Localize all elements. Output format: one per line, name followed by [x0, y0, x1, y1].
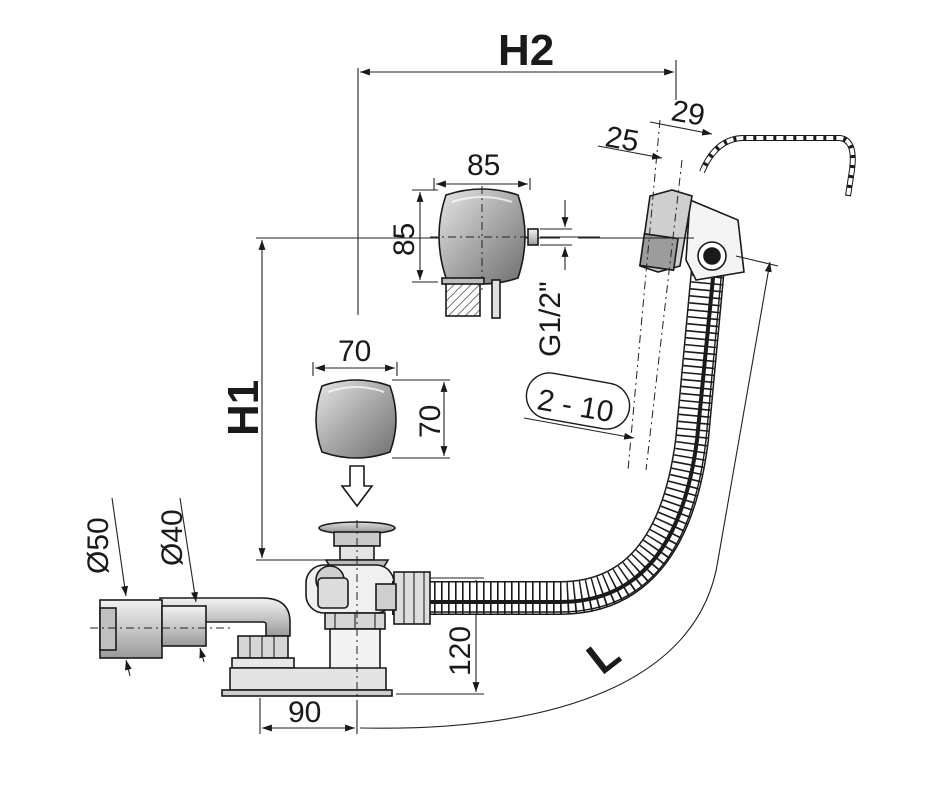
waste-trap-assembly — [90, 520, 396, 700]
label-70-width: 70 — [338, 335, 371, 368]
label-d40: Ø40 — [156, 509, 189, 566]
label-85-height: 85 — [388, 223, 421, 256]
label-85-width: 85 — [467, 149, 500, 182]
dimension-pipe-diameters: Ø50 Ø40 — [82, 497, 207, 677]
overflow-head-side — [578, 119, 856, 471]
dimension-29-25: 29 25 — [597, 94, 713, 160]
label-h1: H1 — [219, 380, 268, 436]
label-70-height: 70 — [414, 405, 447, 438]
flexible-hose — [375, 266, 725, 625]
label-d50: Ø50 — [82, 517, 115, 574]
down-arrow-icon — [340, 465, 374, 508]
dimension-90: 90 — [259, 696, 358, 734]
dimension-h2: H2 — [357, 26, 677, 315]
label-thread: G1/2" — [534, 281, 567, 357]
dimension-thread: G1/2" — [534, 200, 600, 357]
label-25: 25 — [603, 120, 642, 158]
overflow-cover-small: 70 70 — [312, 335, 450, 459]
dimension-range: 2 - 10 — [523, 372, 635, 440]
label-29: 29 — [669, 94, 708, 132]
dimension-h1: H1 — [219, 237, 560, 561]
label-90: 90 — [288, 696, 321, 729]
overflow-cover-large: 85 85 — [388, 149, 539, 319]
label-120: 120 — [444, 626, 477, 676]
label-h2: H2 — [498, 26, 554, 75]
label-l: L — [578, 629, 629, 684]
